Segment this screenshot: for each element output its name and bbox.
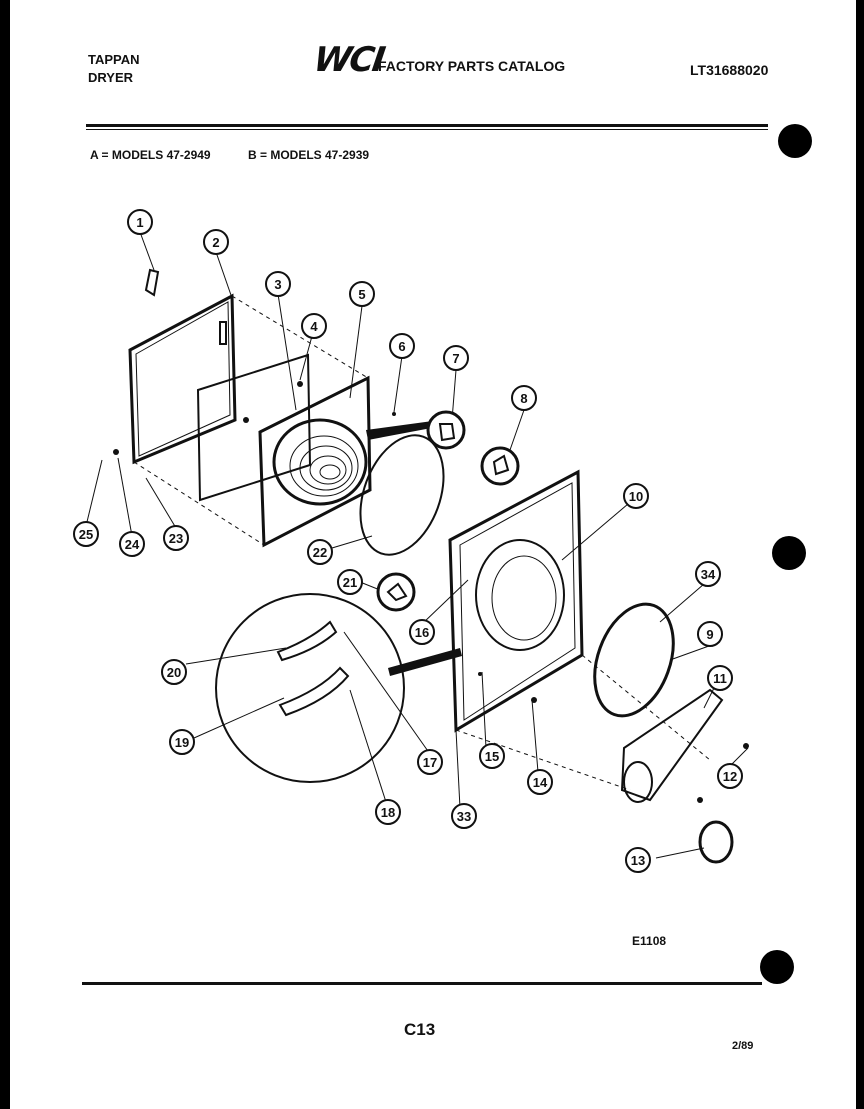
- callout-6: 6: [389, 333, 415, 359]
- binder-hole-bottom: [760, 950, 794, 984]
- callout-2: 2: [203, 229, 229, 255]
- callout-5: 5: [349, 281, 375, 307]
- callout-label: 7: [452, 351, 459, 366]
- callout-34: 34: [695, 561, 721, 587]
- callout-25: 25: [73, 521, 99, 547]
- callout-label: 21: [343, 575, 357, 590]
- binder-hole-top: [778, 124, 812, 158]
- callout-24: 24: [119, 531, 145, 557]
- part-door-opening: [475, 539, 565, 651]
- callout-label: 24: [125, 537, 140, 552]
- part-strike-circle: [480, 446, 520, 486]
- callout-label: 19: [175, 735, 189, 750]
- callout-label: 34: [701, 567, 716, 582]
- callout-label: 3: [274, 277, 281, 292]
- callout-15: 15: [479, 743, 505, 769]
- callout-label: 10: [629, 489, 643, 504]
- callout-label: 15: [485, 749, 499, 764]
- part-door-inner: [258, 375, 372, 548]
- callout-12: 12: [717, 763, 743, 789]
- models-a: A = MODELS 47-2949: [90, 148, 211, 162]
- part-catch-circle: [376, 572, 416, 612]
- callout-label: 8: [520, 391, 527, 406]
- part-door-liner: [196, 353, 312, 502]
- brand-line-2: DRYER: [88, 70, 134, 85]
- callout-label: 16: [415, 625, 429, 640]
- figure-code: E1108: [632, 934, 667, 948]
- callout-label: 20: [167, 665, 181, 680]
- callout-9: 9: [697, 621, 723, 647]
- callout-1: 1: [127, 209, 153, 235]
- callout-label: 22: [313, 545, 327, 560]
- detail-magnifier: [215, 593, 405, 783]
- callout-17: 17: [417, 749, 443, 775]
- header-rule-bottom: [86, 129, 768, 130]
- callout-19: 19: [169, 729, 195, 755]
- part-hinge: [144, 268, 160, 297]
- diagram-pointer-lower: [388, 648, 462, 676]
- callout-label: 33: [457, 809, 471, 824]
- callout-23: 23: [163, 525, 189, 551]
- callout-33: 33: [451, 803, 477, 829]
- catalog-title: FACTORY PARTS CATALOG: [378, 58, 566, 74]
- callout-label: 25: [79, 527, 93, 542]
- part-door-seal: [359, 434, 445, 556]
- callout-label: 23: [169, 531, 183, 546]
- callout-8: 8: [511, 385, 537, 411]
- callout-20: 20: [161, 659, 187, 685]
- part-bulkhead-seal: [593, 602, 675, 718]
- footer-rule: [82, 982, 762, 985]
- part-latch-circle: [426, 410, 466, 450]
- part-door-outer-panel: [128, 293, 237, 465]
- page-code: C13: [404, 1020, 436, 1039]
- callout-18: 18: [375, 799, 401, 825]
- part-exhaust-duct: [620, 688, 724, 802]
- callout-13: 13: [625, 847, 651, 873]
- callout-group: 1234567891011121314151617181920212223242…: [73, 209, 743, 873]
- callout-label: 4: [310, 319, 318, 334]
- callout-11: 11: [707, 665, 733, 691]
- part-lint-screen: [272, 418, 368, 506]
- header-rule-top: [86, 124, 768, 127]
- part-front-panel: [448, 469, 584, 733]
- callout-label: 12: [723, 769, 737, 784]
- callout-label: 13: [631, 853, 645, 868]
- binder-hole-middle: [772, 536, 806, 570]
- callout-14: 14: [527, 769, 553, 795]
- part-collar: [698, 820, 734, 864]
- catalog-sheet: TAPPAN DRYER WCI FACTORY PARTS CATALOG L…: [10, 0, 856, 1109]
- callout-16: 16: [409, 619, 435, 645]
- callout-22: 22: [307, 539, 333, 565]
- callout-21: 21: [337, 569, 363, 595]
- exploded-parts-diagram: 1234567891011121314151617181920212223242…: [73, 209, 749, 873]
- callout-7: 7: [443, 345, 469, 371]
- diagram-pointer-upper: [366, 420, 442, 440]
- callout-label: 18: [381, 805, 395, 820]
- callout-label: 17: [423, 755, 437, 770]
- revision-date: 2/89: [732, 1040, 754, 1052]
- callout-label: 1: [136, 215, 143, 230]
- brand-line-1: TAPPAN: [88, 52, 140, 67]
- callout-label: 9: [706, 627, 713, 642]
- callout-3: 3: [265, 271, 291, 297]
- models-b: B = MODELS 47-2939: [248, 148, 370, 162]
- catalog-number: LT31688020: [690, 62, 769, 78]
- callout-10: 10: [623, 483, 649, 509]
- callout-label: 14: [533, 775, 548, 790]
- callout-label: 11: [713, 671, 727, 686]
- callout-label: 5: [358, 287, 365, 302]
- callout-label: 2: [212, 235, 219, 250]
- callout-label: 6: [398, 339, 405, 354]
- callout-4: 4: [301, 313, 327, 339]
